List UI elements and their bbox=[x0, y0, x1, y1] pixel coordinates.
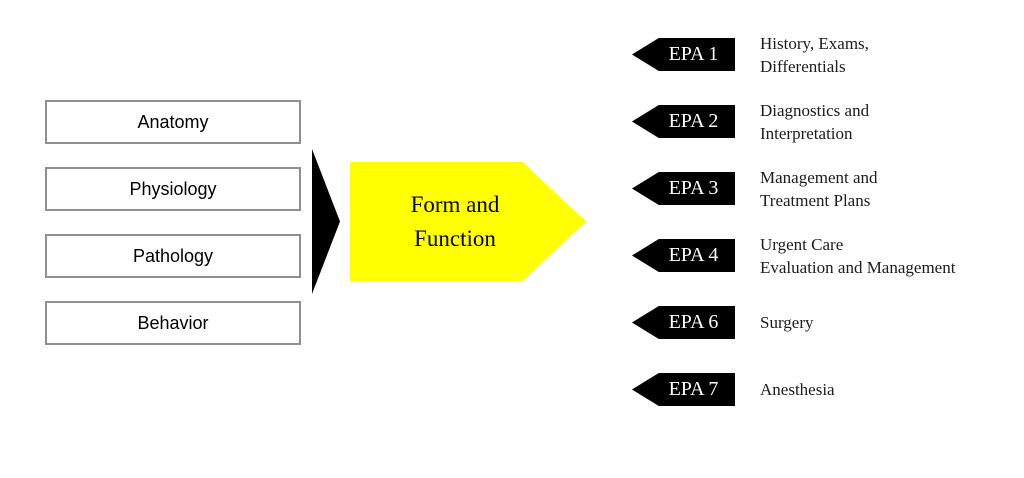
epa-left-arrow-shape: EPA 2 bbox=[632, 105, 735, 138]
epa-row: EPA 1 History, Exams, Differentials bbox=[632, 34, 869, 76]
epa-row: EPA 2 Diagnostics and Interpretation bbox=[632, 101, 869, 143]
epa-description: History, Exams, Differentials bbox=[760, 33, 869, 76]
epa-left-arrow-shape: EPA 1 bbox=[632, 38, 735, 71]
epa-description: Diagnostics and Interpretation bbox=[760, 100, 870, 143]
foundation-box-anatomy: Anatomy bbox=[45, 100, 301, 144]
epa-tag-label: EPA 7 bbox=[668, 378, 719, 400]
foundation-box-label: Pathology bbox=[132, 245, 214, 266]
epa-tag-label: EPA 3 bbox=[668, 177, 719, 199]
epa-tag-label: EPA 6 bbox=[668, 311, 719, 333]
foundation-box-label: Behavior bbox=[137, 312, 209, 333]
foundation-box-physiology: Physiology bbox=[45, 167, 301, 211]
foundation-box-behavior: Behavior bbox=[45, 301, 301, 345]
form-function-label: Form and Function bbox=[410, 191, 500, 251]
epa-description: Anesthesia bbox=[760, 380, 835, 399]
epa-row: EPA 4 Urgent Care Evaluation and Managem… bbox=[632, 235, 955, 277]
epa-left-arrow-shape: EPA 7 bbox=[632, 373, 735, 406]
epa-row: EPA 7 Anesthesia bbox=[632, 373, 835, 406]
foundation-box-pathology: Pathology bbox=[45, 234, 301, 278]
epa-tag-label: EPA 1 bbox=[668, 43, 719, 65]
foundation-box-label: Anatomy bbox=[137, 111, 209, 132]
epa-left-arrow-shape: EPA 6 bbox=[632, 306, 735, 339]
epa-left-arrow-shape: EPA 4 bbox=[632, 239, 735, 272]
epa-row: EPA 6 Surgery bbox=[632, 306, 814, 339]
foundation-box-label: Physiology bbox=[129, 178, 217, 199]
form-function-arrow: Form and Function bbox=[350, 162, 586, 281]
epa-left-arrow-shape: EPA 3 bbox=[632, 172, 735, 205]
epa-row: EPA 3 Management and Treatment Plans bbox=[632, 168, 878, 210]
epa-tag-label: EPA 4 bbox=[668, 244, 719, 266]
epa-description: Urgent Care Evaluation and Management bbox=[760, 234, 956, 277]
epa-description: Surgery bbox=[760, 313, 814, 332]
epa-description: Management and Treatment Plans bbox=[760, 167, 878, 210]
epa-tag-label: EPA 2 bbox=[668, 110, 719, 132]
merge-triangle-icon bbox=[312, 149, 340, 294]
